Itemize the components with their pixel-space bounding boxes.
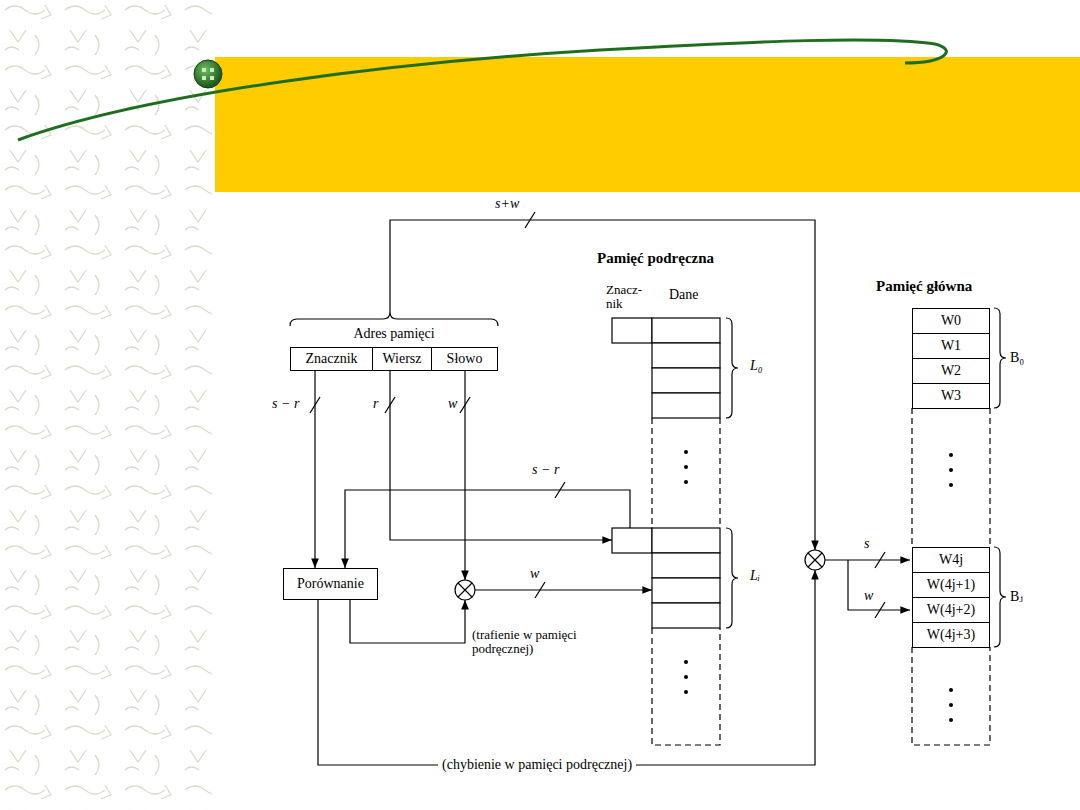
swoosh [18,40,946,140]
cache-memory [612,318,720,628]
box-text: W2 [941,363,961,378]
memory-word: W1 [912,333,990,359]
address-register: Adres pamięciZnacznik Wiersz Słowo [290,326,498,372]
bus-width: s − r [272,396,299,411]
address-field: Słowo [431,347,498,371]
comparator-box: Porównanie [283,568,378,600]
bus-width: s [864,536,869,551]
box-text: W(4j+3) [927,627,975,642]
section-title: Pamięć główna [876,278,972,295]
box-text: Porównanie [297,576,364,591]
bus-line [314,371,315,568]
bus-width: r [373,396,378,411]
box-text: W0 [941,313,961,328]
column-header: Znacz- nik [606,283,650,312]
box-text: Wiersz [382,351,421,366]
wires [290,212,910,765]
side-pattern [0,0,212,810]
cache-dots [684,450,688,694]
address-field: Wiersz [372,347,432,371]
box-text: W1 [941,338,961,353]
box-text: W(4j+1) [927,577,975,592]
box-text: W(4j+2) [927,602,975,617]
memory-word: W2 [912,358,990,384]
block-name: Bⱼ [1010,589,1023,604]
group-heading: Adres pamięci [290,326,498,341]
box-text: Znacznik [305,351,357,366]
box-text: W3 [941,388,961,403]
line-name: L₀ [750,358,763,373]
signal-note: (chybienie w pamięci podręcznej) [438,757,636,772]
cache-dashed [652,418,720,745]
braces [726,308,1006,647]
box-text: W4j [939,552,963,567]
bus-width: w [864,588,873,603]
memory-word: W(4j+3) [912,622,990,648]
memory-word: W(4j+2) [912,597,990,623]
title-band [215,57,1080,192]
signal-note: (trafienie w pamięci podręcznej) [472,628,584,657]
section-title: Pamięć podręczna [597,250,714,267]
block-name: B₀ [1010,350,1024,365]
address-field: Znacznik [290,347,373,371]
bus-width: w [448,396,457,411]
memory-word: W4j [912,547,990,573]
column-header: Dane [669,287,699,302]
ball [194,60,222,88]
bus-width: s+w [495,196,519,211]
bus-width: s − r [532,462,559,477]
box-text: Słowo [447,351,483,366]
bus-width: w [530,566,539,581]
main-memory-dashed [912,408,990,745]
memory-word: W0 [912,308,990,334]
line-name: Lᵢ [750,568,760,583]
memory-word: W(4j+1) [912,572,990,598]
ball-dots [202,68,214,80]
memory-word: W3 [912,383,990,409]
